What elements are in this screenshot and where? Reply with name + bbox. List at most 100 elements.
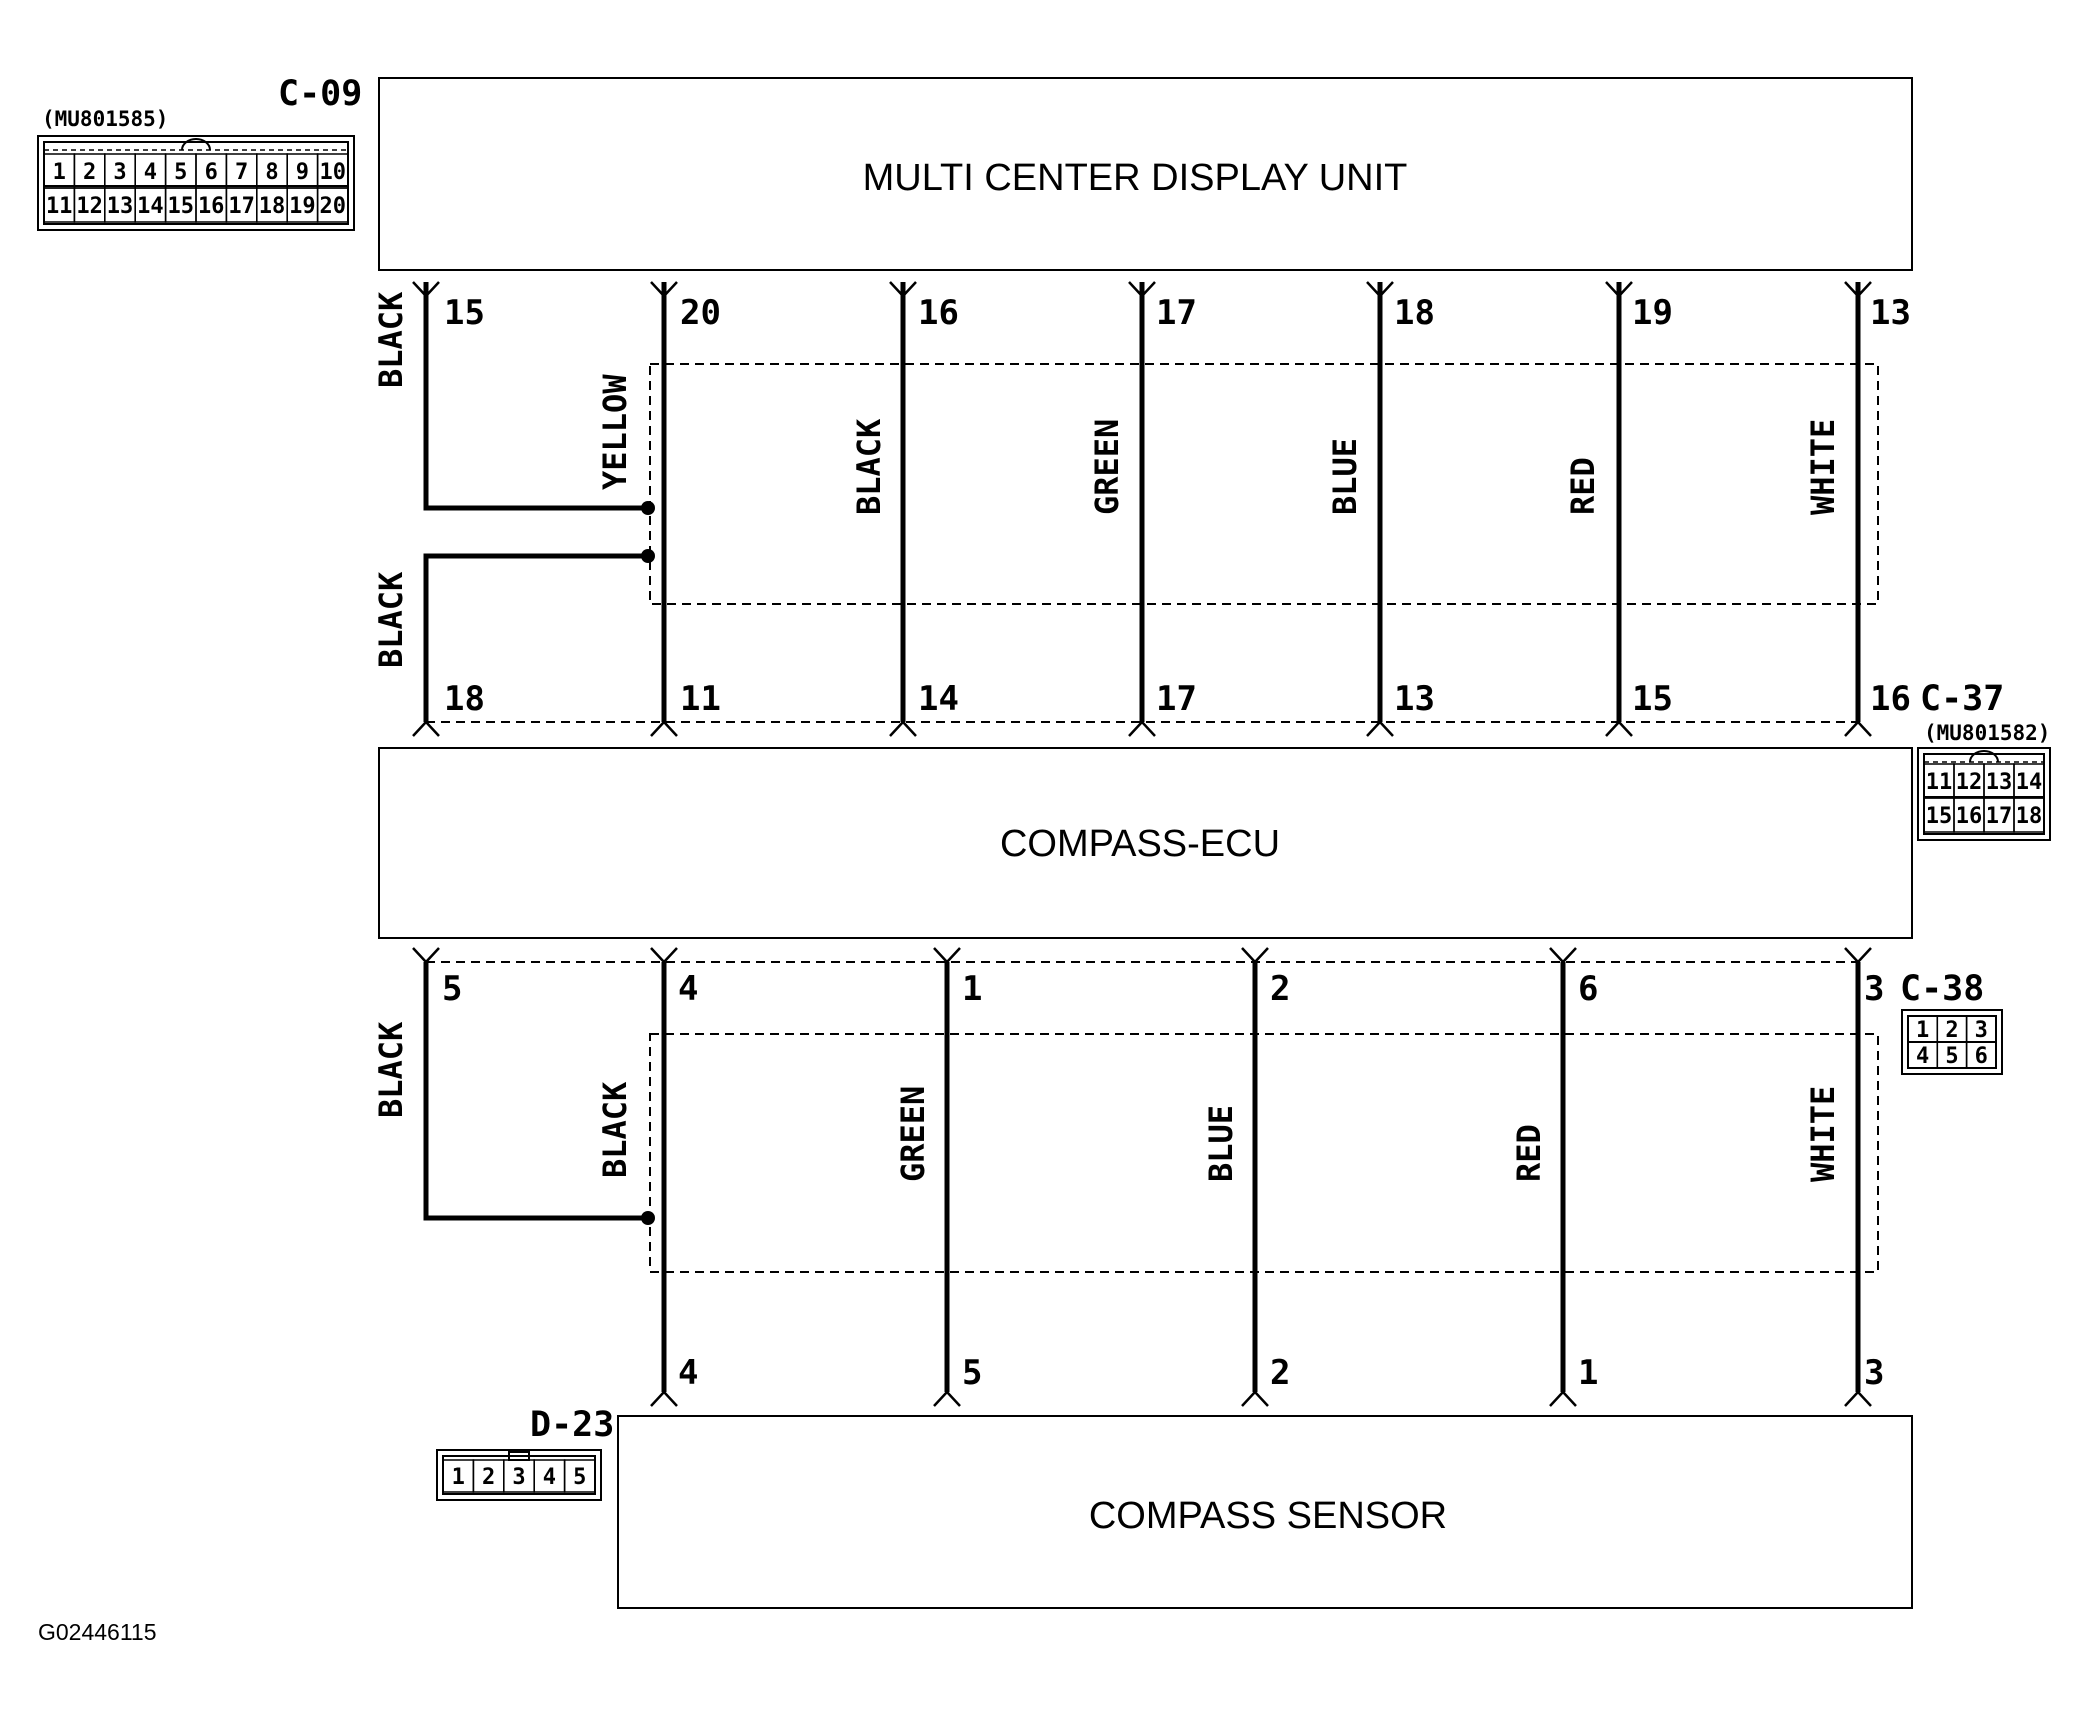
terminal-chevron (1844, 947, 1872, 964)
connector-pin-label: 13 (107, 194, 134, 219)
compass-ecu-label: COMPASS-ECU (1000, 823, 1280, 865)
terminal-chevron (1844, 720, 1872, 737)
connector-pin-label: 5 (174, 160, 187, 185)
wire-color-label: RED (1564, 457, 1602, 515)
pin-number: 4 (678, 969, 698, 1009)
lower-top-chevrons (412, 947, 1872, 964)
connector-pin-label: 15 (1926, 804, 1953, 829)
connector-pin-label: 18 (259, 194, 286, 219)
display-unit-label: MULTI CENTER DISPLAY UNIT (863, 157, 1408, 199)
terminal-chevron (650, 947, 678, 964)
terminal-chevron (933, 947, 961, 964)
terminal-chevron (1549, 947, 1577, 964)
connector-pin-label: 7 (235, 160, 248, 185)
terminal-chevron (1241, 1390, 1269, 1407)
terminal-chevron (1844, 1390, 1872, 1407)
pin-number: 1 (962, 969, 982, 1009)
pin-number: 17 (1156, 679, 1197, 719)
connector-pin-label: 9 (296, 160, 309, 185)
connector-pin-label: 1 (1916, 1018, 1929, 1043)
connector-pin-label: 14 (2016, 770, 2043, 795)
wire-color-label: WHITE (1804, 1086, 1842, 1182)
wire-color-label: GREEN (1088, 419, 1126, 515)
pin-number: 19 (1632, 293, 1673, 333)
connector-pin-label: 1 (452, 1465, 465, 1490)
figure-id: G02446115 (38, 1619, 157, 1645)
terminal-chevron (1366, 281, 1394, 298)
terminal-chevron (1549, 1390, 1577, 1407)
connector-pin-label: 17 (1986, 804, 2013, 829)
connector-pin-label: 16 (1956, 804, 1983, 829)
connector-pin-label: 17 (228, 194, 255, 219)
pin-number: 16 (1870, 679, 1911, 719)
connector-pin-label: 4 (144, 160, 157, 185)
wire-color-label: WHITE (1804, 419, 1842, 515)
terminal-chevron (650, 720, 678, 737)
connector-pin-label: 3 (512, 1465, 525, 1490)
connector-pin-label: 18 (2016, 804, 2043, 829)
connector-id-c38: C-38 (1900, 969, 1984, 1009)
connector-pin-label: 12 (1956, 770, 1983, 795)
terminal-chevron (412, 281, 440, 298)
pin-number: 14 (918, 679, 959, 719)
connector-part-c09: (MU801585) (42, 107, 168, 131)
connector-pin-label: 14 (137, 194, 164, 219)
wire-color-label: BLUE (1326, 438, 1364, 515)
upper-top-chevrons (412, 281, 1872, 298)
connector-pin-label: 5 (573, 1465, 586, 1490)
terminal-chevron (1128, 720, 1156, 737)
pin-number: 5 (442, 969, 462, 1009)
pin-number: 16 (918, 293, 959, 333)
pin-number: 17 (1156, 293, 1197, 333)
connector-pin-label: 11 (46, 194, 73, 219)
pin-number: 20 (680, 293, 721, 333)
splice-dot-upper-2 (641, 549, 655, 563)
pin-number: 11 (680, 679, 721, 719)
connector-pin-label: 1 (53, 160, 66, 185)
pin-number: 18 (444, 679, 485, 719)
pin-number: 15 (444, 293, 485, 333)
pin-number: 5 (962, 1353, 982, 1393)
connector-id-d23: D-23 (530, 1405, 614, 1445)
pin-number: 13 (1870, 293, 1911, 333)
pin-number: 2 (1270, 969, 1290, 1009)
connector-pin-label: 6 (205, 160, 218, 185)
connector-pin-label: 4 (1916, 1044, 1929, 1069)
connector-cavity (316, 187, 349, 223)
terminal-chevron (1605, 720, 1633, 737)
pin-number: 4 (678, 1353, 698, 1393)
wire-color-label: GREEN (894, 1086, 932, 1182)
wire-color-label: BLACK (372, 291, 410, 388)
terminal-chevron (1241, 947, 1269, 964)
pin-number: 6 (1578, 969, 1598, 1009)
connector-pin-label: 3 (1975, 1018, 1988, 1043)
display-unit-box (378, 77, 1913, 271)
terminal-chevron (1128, 281, 1156, 298)
wire-c09-15-drain (423, 282, 650, 511)
wire-color-label: BLACK (372, 1021, 410, 1118)
connector-pin-label: 16 (198, 194, 225, 219)
terminal-chevron (412, 720, 440, 737)
connector-pin-label: 13 (1986, 770, 2013, 795)
connector-pin-label: 3 (113, 160, 126, 185)
terminal-chevron (933, 1390, 961, 1407)
terminal-chevron (412, 947, 440, 964)
lower-wires (423, 962, 1861, 1392)
connector-pin-label: 8 (265, 160, 278, 185)
connector-cavity (563, 1459, 596, 1493)
wire-color-label: RED (1510, 1124, 1548, 1182)
terminal-chevron (650, 1390, 678, 1407)
compass-sensor-box (617, 1415, 1913, 1609)
wire-c38-5-drain (423, 962, 650, 1221)
connector-pin-label: 6 (1975, 1044, 1988, 1069)
connector-pin-label: 12 (76, 194, 103, 219)
pin-number: 3 (1864, 969, 1884, 1009)
pin-number: 13 (1394, 679, 1435, 719)
terminal-chevron (1366, 720, 1394, 737)
wire-color-label: BLACK (372, 571, 410, 668)
connector-part-c37: (MU801582) (1924, 721, 2050, 745)
compass-sensor-label: COMPASS SENSOR (1089, 1495, 1447, 1537)
